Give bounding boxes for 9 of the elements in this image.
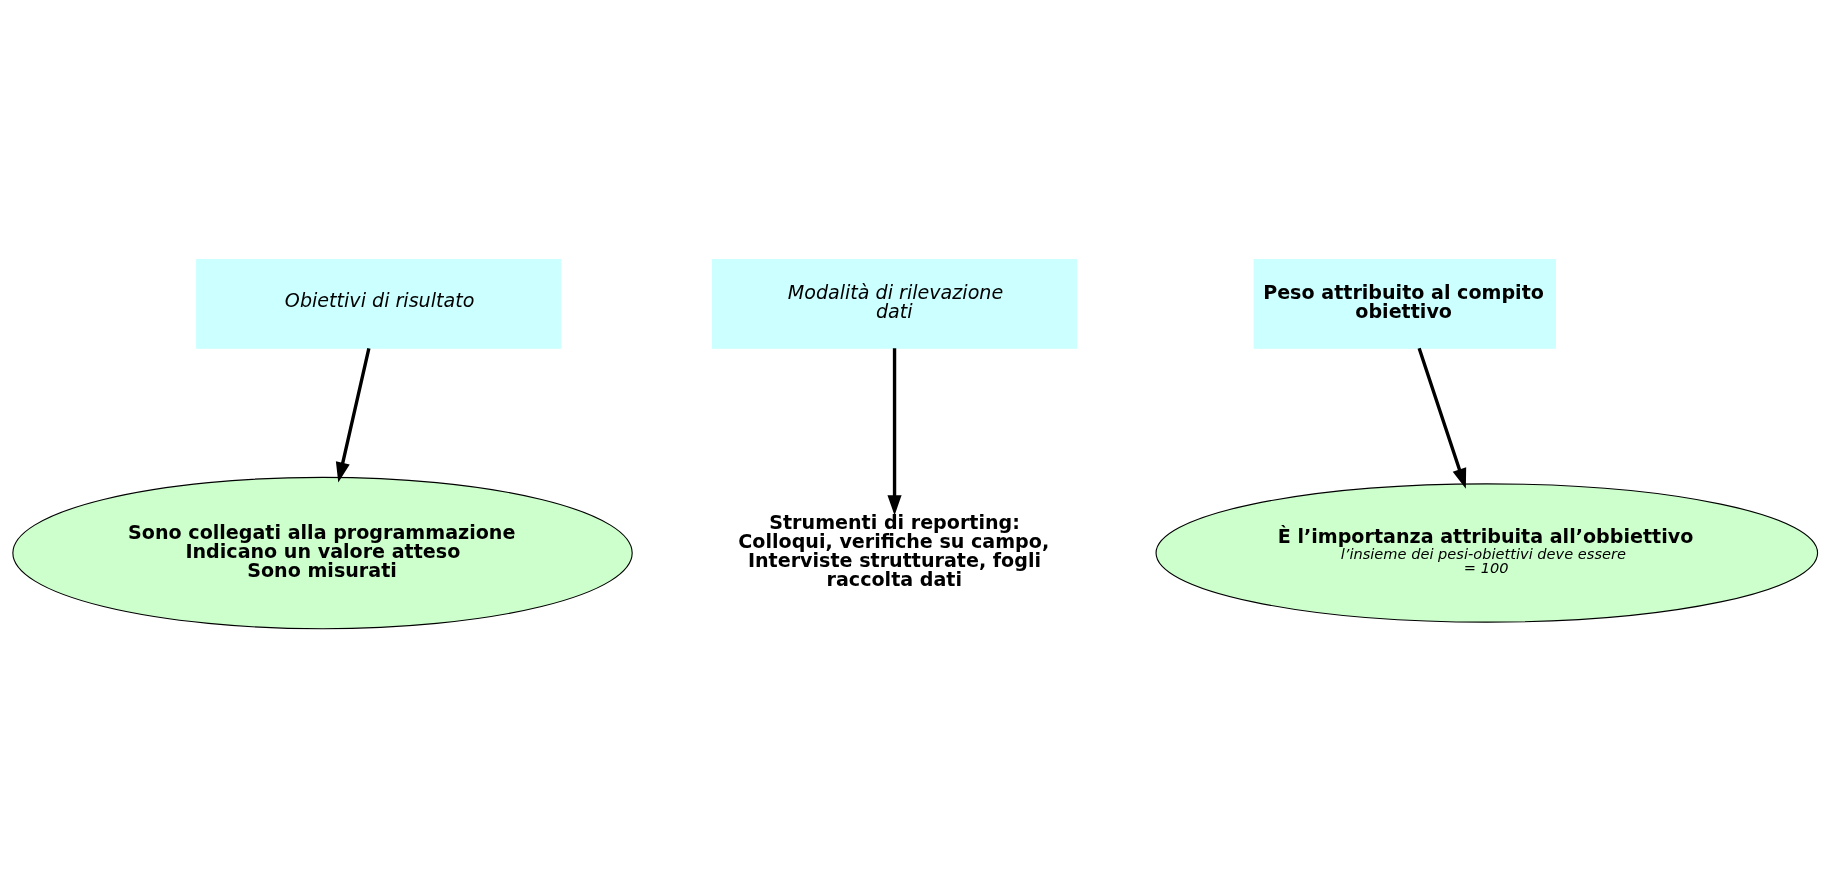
node-ellipse: È l’importanza attribuita all’obbiettivo l’insieme dei pesi-obiettivi deve essere = 100: [1155, 483, 1819, 623]
node-ellipse: Sono collegati alla programmazione Indicano un valore atteso Sono misurati: [12, 476, 633, 630]
node-box: Obiettivi di risultato: [196, 258, 562, 349]
arrow: [887, 348, 902, 516]
node-box: Peso attribuito al compito obiettivo: [1253, 258, 1556, 349]
arrow: [335, 347, 371, 483]
node-text: Strumenti di reporting: Colloqui, verifiche su campo, Interviste strutturate, fogli raccolta dati: [738, 510, 1050, 592]
node-box: Modalità di rilevazione dati: [711, 258, 1078, 349]
arrow: [1417, 347, 1467, 489]
